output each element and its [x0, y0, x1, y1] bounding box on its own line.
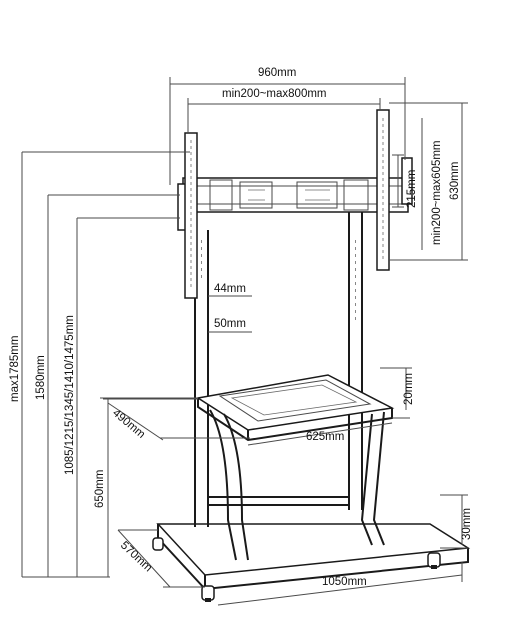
tv-arm-left [184, 132, 198, 299]
max-height-label: max1785mm [9, 336, 21, 402]
bottom-crossbar [208, 496, 349, 506]
bracket-height-label: 630mm [449, 162, 461, 200]
tv-arm-right [376, 109, 390, 271]
column-spacing-label: 50mm [214, 318, 246, 330]
dimension-lines [21, 77, 468, 606]
bracket-depth-label: 215mm [406, 170, 418, 208]
base-depth-label: 570mm [118, 539, 154, 574]
base-plate [156, 523, 471, 591]
overall-width-label: 960mm [258, 67, 296, 79]
stand-structure [152, 109, 471, 602]
vesa-width-label: min200~max800mm [222, 88, 327, 100]
shelf-depth-label: 490mm [110, 407, 147, 441]
base-height-label: 30mm [461, 508, 473, 540]
shelf-lip-label: 20mm [403, 373, 415, 405]
shelf [195, 374, 395, 561]
vesa-height-label: min200~max605mm [431, 140, 443, 245]
right-column [348, 210, 363, 510]
base-width-label: 1050mm [322, 576, 367, 588]
shelf-height-label: 650mm [94, 470, 106, 508]
height-positions-label: 1085/1215/1345/1410/1475mm [64, 315, 76, 475]
hole-spacing-label: 44mm [214, 283, 246, 295]
shelf-width-label: 625mm [306, 431, 344, 443]
caster-wheels [152, 537, 441, 602]
height-1580-label: 1580mm [35, 355, 47, 400]
vesa-bracket [177, 157, 413, 231]
